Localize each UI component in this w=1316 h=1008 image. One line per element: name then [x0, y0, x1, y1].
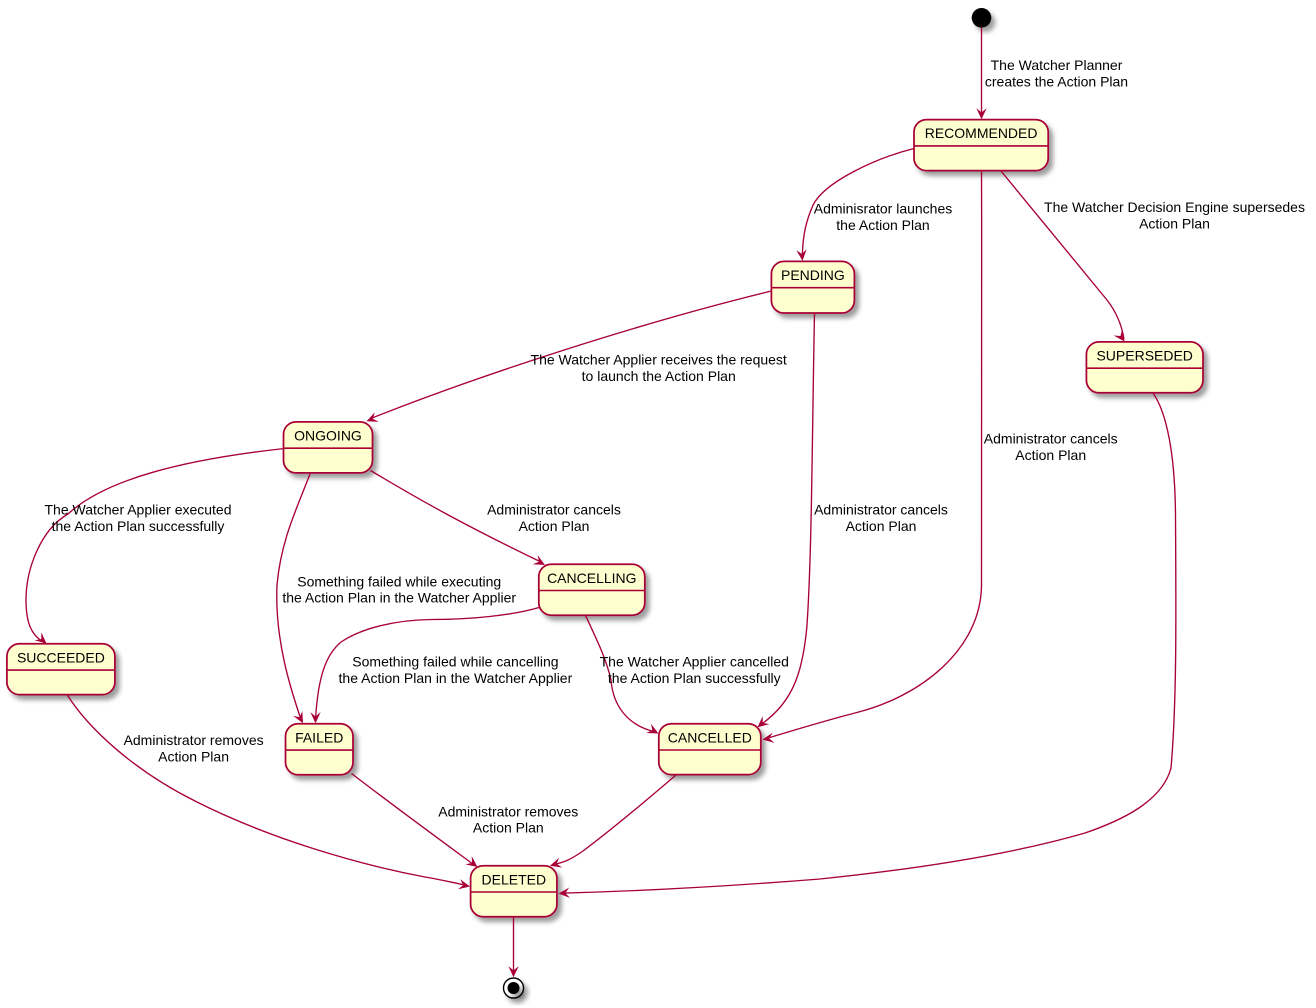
svg-text:Action Plan: Action Plan [846, 518, 917, 534]
svg-text:DELETED: DELETED [482, 871, 547, 887]
svg-text:Administrator cancels: Administrator cancels [814, 502, 948, 518]
svg-text:RECOMMENDED: RECOMMENDED [925, 125, 1038, 141]
svg-text:Action Plan: Action Plan [473, 820, 544, 836]
svg-text:the Action Plan in the Watcher: the Action Plan in the Watcher Applier [282, 590, 516, 606]
svg-text:PENDING: PENDING [781, 267, 845, 283]
svg-text:Administrator removes: Administrator removes [438, 803, 578, 819]
svg-text:Action Plan: Action Plan [158, 749, 229, 765]
svg-text:CANCELLED: CANCELLED [668, 729, 752, 745]
svg-text:Administrator removes: Administrator removes [124, 732, 264, 748]
svg-text:Adminisrator launches: Adminisrator launches [814, 201, 953, 217]
svg-text:The Watcher Applier executed: The Watcher Applier executed [44, 502, 231, 518]
svg-text:ONGOING: ONGOING [294, 428, 362, 444]
svg-text:The Watcher Applier cancelled: The Watcher Applier cancelled [600, 654, 789, 670]
svg-text:FAILED: FAILED [295, 729, 343, 745]
svg-text:SUCCEEDED: SUCCEEDED [17, 649, 105, 665]
svg-text:The Watcher Planner: The Watcher Planner [991, 57, 1123, 73]
svg-text:the Action Plan successfully: the Action Plan successfully [52, 518, 225, 534]
svg-text:The Watcher Applier receives t: The Watcher Applier receives the request [531, 352, 787, 368]
svg-text:The Watcher Decision Engine su: The Watcher Decision Engine supersedes [1044, 199, 1305, 215]
svg-text:CANCELLING: CANCELLING [547, 570, 636, 586]
svg-text:the Action Plan in the Watcher: the Action Plan in the Watcher Applier [339, 670, 573, 686]
svg-text:Action Plan: Action Plan [1139, 215, 1210, 231]
svg-text:to launch the Action Plan: to launch the Action Plan [582, 368, 736, 384]
svg-text:Administrator cancels: Administrator cancels [984, 431, 1118, 447]
svg-text:Something failed while cancell: Something failed while cancelling [352, 654, 558, 670]
svg-text:Something failed while executi: Something failed while executing [297, 573, 501, 589]
svg-text:Administrator cancels: Administrator cancels [487, 502, 621, 518]
svg-text:Action Plan: Action Plan [1015, 447, 1086, 463]
svg-text:SUPERSEDED: SUPERSEDED [1096, 348, 1192, 364]
svg-text:the Action Plan successfully: the Action Plan successfully [608, 670, 781, 686]
svg-text:creates the Action Plan: creates the Action Plan [985, 74, 1128, 90]
svg-text:the Action Plan: the Action Plan [836, 217, 929, 233]
svg-text:Action Plan: Action Plan [519, 518, 590, 534]
